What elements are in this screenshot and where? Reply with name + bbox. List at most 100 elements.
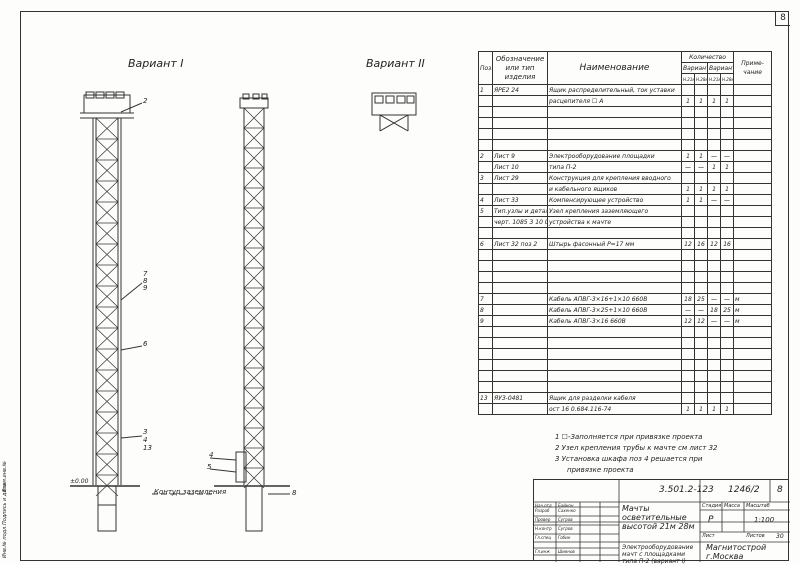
cell-designation <box>492 128 548 140</box>
cell-q3 <box>707 216 721 228</box>
cell-q2 <box>694 227 708 239</box>
table-row <box>478 348 773 360</box>
cell-designation <box>492 106 548 118</box>
table-row <box>478 227 773 239</box>
cell-q3 <box>707 271 721 283</box>
cell-designation <box>492 117 548 129</box>
stamp-role: Гл.инж <box>535 549 550 554</box>
cell-q4: — <box>719 293 735 305</box>
cell-pos: 5 <box>478 205 493 217</box>
cell-name: и кабельного ящиков <box>547 183 682 195</box>
cell-q3: 1 <box>707 95 721 107</box>
header-h3: Н.21м <box>707 73 721 85</box>
cell-q2 <box>694 128 708 140</box>
cell-q4: — <box>719 315 735 327</box>
cell-note <box>733 392 773 404</box>
cell-q3 <box>707 128 721 140</box>
lattice-brace <box>95 453 119 476</box>
cell-pos <box>478 139 493 151</box>
cell-q4: — <box>719 194 735 206</box>
cell-designation: черт. 1085 3 10 00 СБ <box>492 216 548 228</box>
cell-note <box>733 84 773 96</box>
stamp-org: Магнитострой г.Москва <box>706 543 767 561</box>
cell-note <box>733 150 773 162</box>
cell-q4 <box>719 271 735 283</box>
cell-name: Ящик распределительный, ток уставки <box>547 84 682 96</box>
cell-q1 <box>681 348 695 360</box>
table-row <box>478 282 773 294</box>
lattice-brace <box>243 307 265 329</box>
cell-designation <box>492 282 548 294</box>
cell-q3 <box>707 282 721 294</box>
cell-q1 <box>681 172 695 184</box>
cell-pos <box>478 403 493 415</box>
cell-q4 <box>719 260 735 272</box>
callout-8: 8 <box>143 277 148 285</box>
cell-designation: ЯРЕ2 24 <box>492 84 548 96</box>
variant2-title: Вариант II <box>366 57 425 70</box>
specification-table: Поз. Обозначение или тип изделия Наимено… <box>478 51 773 415</box>
cell-q1: 12 <box>681 238 695 250</box>
cell-note <box>733 337 773 349</box>
cell-designation: Лист 32 поз 2 <box>492 238 548 250</box>
cell-q1 <box>681 326 695 338</box>
lattice-brace <box>95 201 119 224</box>
table-row <box>478 128 773 140</box>
cell-note <box>733 128 773 140</box>
stamp-title: Мачты осветительные высотой 21м 28м <box>622 504 695 531</box>
note-3: 3 Установка шкафа поз 4 решается при <box>555 455 703 463</box>
cell-q1 <box>681 106 695 118</box>
cell-name <box>547 282 682 294</box>
cell-name <box>547 381 682 393</box>
stamp-scale-label: Масштаб <box>746 503 770 509</box>
title-block: 3.501.2-123 1246/2 8 Мачты осветительные… <box>533 479 790 565</box>
table-row <box>478 271 773 283</box>
cell-note <box>733 194 773 206</box>
cell-q4 <box>719 227 735 239</box>
cell-note: м <box>733 315 773 327</box>
table-row <box>478 249 773 261</box>
cell-q1: 12 <box>681 315 695 327</box>
height-mark: ±0.00 <box>70 478 89 485</box>
cell-name <box>547 348 682 360</box>
cell-pos <box>478 326 493 338</box>
cell-name: Штырь фасонный Р=17 мм <box>547 238 682 250</box>
cell-designation: Лист 10 <box>492 161 548 173</box>
stamp-role: Нач.отд <box>535 503 552 508</box>
stamp-stage: Р <box>708 515 714 525</box>
cell-name <box>547 326 682 338</box>
header-h2: Н.28м <box>694 73 708 85</box>
cell-designation <box>492 304 548 316</box>
table-row <box>478 117 773 129</box>
cell-q1: — <box>681 161 695 173</box>
cell-q3: 1 <box>707 183 721 195</box>
cell-q4 <box>719 106 735 118</box>
cell-q3 <box>707 205 721 217</box>
lattice-brace <box>243 167 265 189</box>
cell-q3 <box>707 381 721 393</box>
cell-pos <box>478 348 493 360</box>
header-h1: Н.21м <box>681 73 695 85</box>
cell-pos <box>478 271 493 283</box>
cell-name: Кабель АПВГ-3×16 660В <box>547 315 682 327</box>
cell-q1: 1 <box>681 194 695 206</box>
cell-designation <box>492 326 548 338</box>
cell-pos: 9 <box>478 315 493 327</box>
callout-8-v2: 8 <box>292 489 297 497</box>
cell-q3: — <box>707 315 721 327</box>
cell-pos <box>478 106 493 118</box>
cell-name: устройства к мачте <box>547 216 682 228</box>
cell-pos: 2 <box>478 150 493 162</box>
cell-q2 <box>694 359 708 371</box>
cell-pos <box>478 359 493 371</box>
stamp-role: Провер <box>535 517 551 522</box>
cell-pos: 4 <box>478 194 493 206</box>
lattice-brace <box>95 348 119 371</box>
cell-pos <box>478 216 493 228</box>
cell-name <box>547 139 682 151</box>
